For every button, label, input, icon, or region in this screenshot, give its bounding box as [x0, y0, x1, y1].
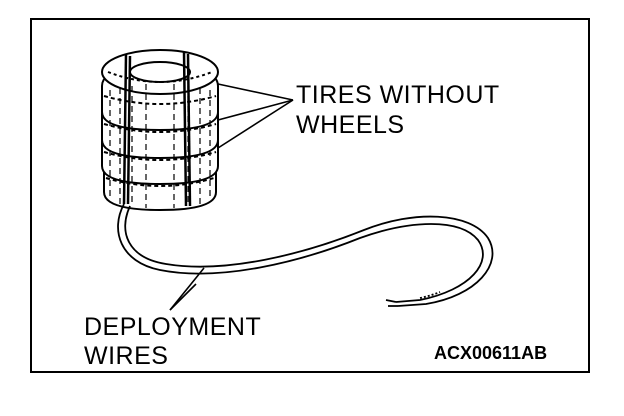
- deployment-wires: [117, 203, 494, 307]
- figure-frame: [30, 18, 590, 373]
- tires-leader-lines: [217, 83, 294, 149]
- tires-label-line2: WHEELS: [296, 111, 405, 139]
- tire-stack: [101, 49, 219, 212]
- wires-label-line1: DEPLOYMENT: [84, 313, 262, 341]
- tire-top: [101, 49, 219, 95]
- wires-label-line2: WIRES: [84, 342, 169, 370]
- tires-label-line1: TIRES WITHOUT: [296, 81, 500, 109]
- binding-wires: [122, 51, 192, 207]
- figure-code: ACX00611AB: [434, 343, 548, 363]
- wires-leader-lines: [169, 267, 205, 311]
